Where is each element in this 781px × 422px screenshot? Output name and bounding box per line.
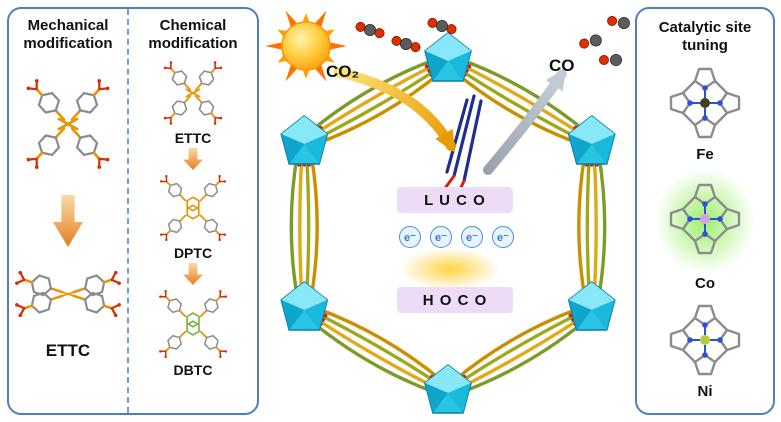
electron-icon: e⁻ (430, 226, 452, 248)
modification-panel: Mechanical modification ETTC Chemical mo… (7, 7, 259, 415)
metal-label-ni: Ni (697, 383, 713, 400)
dbtc-molecule-icon (156, 287, 230, 361)
hoco-level-box: H O C O (397, 287, 513, 313)
co2-molecules-icon (355, 17, 457, 53)
down-arrow-icon (183, 263, 203, 285)
down-arrow-icon (53, 195, 83, 247)
flattened-ettc-molecule-icon (12, 267, 124, 321)
porphyrin-fe-icon (669, 67, 741, 139)
porphyrin-ni-icon (669, 304, 741, 376)
electron-icon: e⁻ (461, 226, 483, 248)
step-label-dptc: DPTC (173, 245, 213, 261)
ettc-molecule-icon (161, 59, 225, 127)
metal-block-fe: Fe (663, 61, 747, 163)
ni-atom (700, 335, 710, 345)
ettc-molecule-icon (23, 76, 113, 172)
embedded-catalyst-icon (441, 94, 483, 198)
chemical-modification-column: Chemical modification ETTC DPTC (127, 9, 257, 413)
dptc-molecule-icon (157, 172, 229, 244)
photon-arrow (333, 67, 456, 153)
electron-row: e⁻ e⁻ e⁻ e⁻ (399, 226, 514, 248)
mechanical-title: Mechanical modification (23, 17, 113, 52)
co-highlight-glow (655, 169, 755, 274)
co2-label: CO₂ (326, 62, 360, 81)
mechanical-product-label: ETTC (45, 341, 91, 360)
co-molecules-icon (579, 15, 630, 66)
co-release-arrow (483, 67, 567, 175)
co-label: CO (549, 56, 575, 75)
fe-atom (700, 98, 710, 108)
chemical-title: Chemical modification (148, 17, 238, 52)
down-arrow-icon (183, 148, 203, 170)
metal-label-fe: Fe (696, 146, 714, 163)
step-label-ettc: ETTC (174, 130, 212, 146)
porphyrin-co-icon (669, 183, 741, 255)
catalytic-site-panel: Catalytic site tuning Fe (635, 7, 775, 415)
mof-hexagon (280, 31, 616, 414)
metal-label-co: Co (695, 275, 715, 292)
emission-glow (400, 248, 500, 290)
catalytic-title: Catalytic site tuning (658, 19, 752, 54)
electron-icon: e⁻ (399, 226, 421, 248)
metal-block-ni: Ni (663, 298, 747, 400)
luco-level-box: L U C O (397, 187, 513, 213)
step-label-dbtc: DBTC (173, 362, 213, 378)
metal-block-co: Co (655, 169, 755, 292)
mechanical-modification-column: Mechanical modification ETTC (9, 9, 127, 413)
co-atom (700, 214, 710, 224)
electron-icon: e⁻ (492, 226, 514, 248)
